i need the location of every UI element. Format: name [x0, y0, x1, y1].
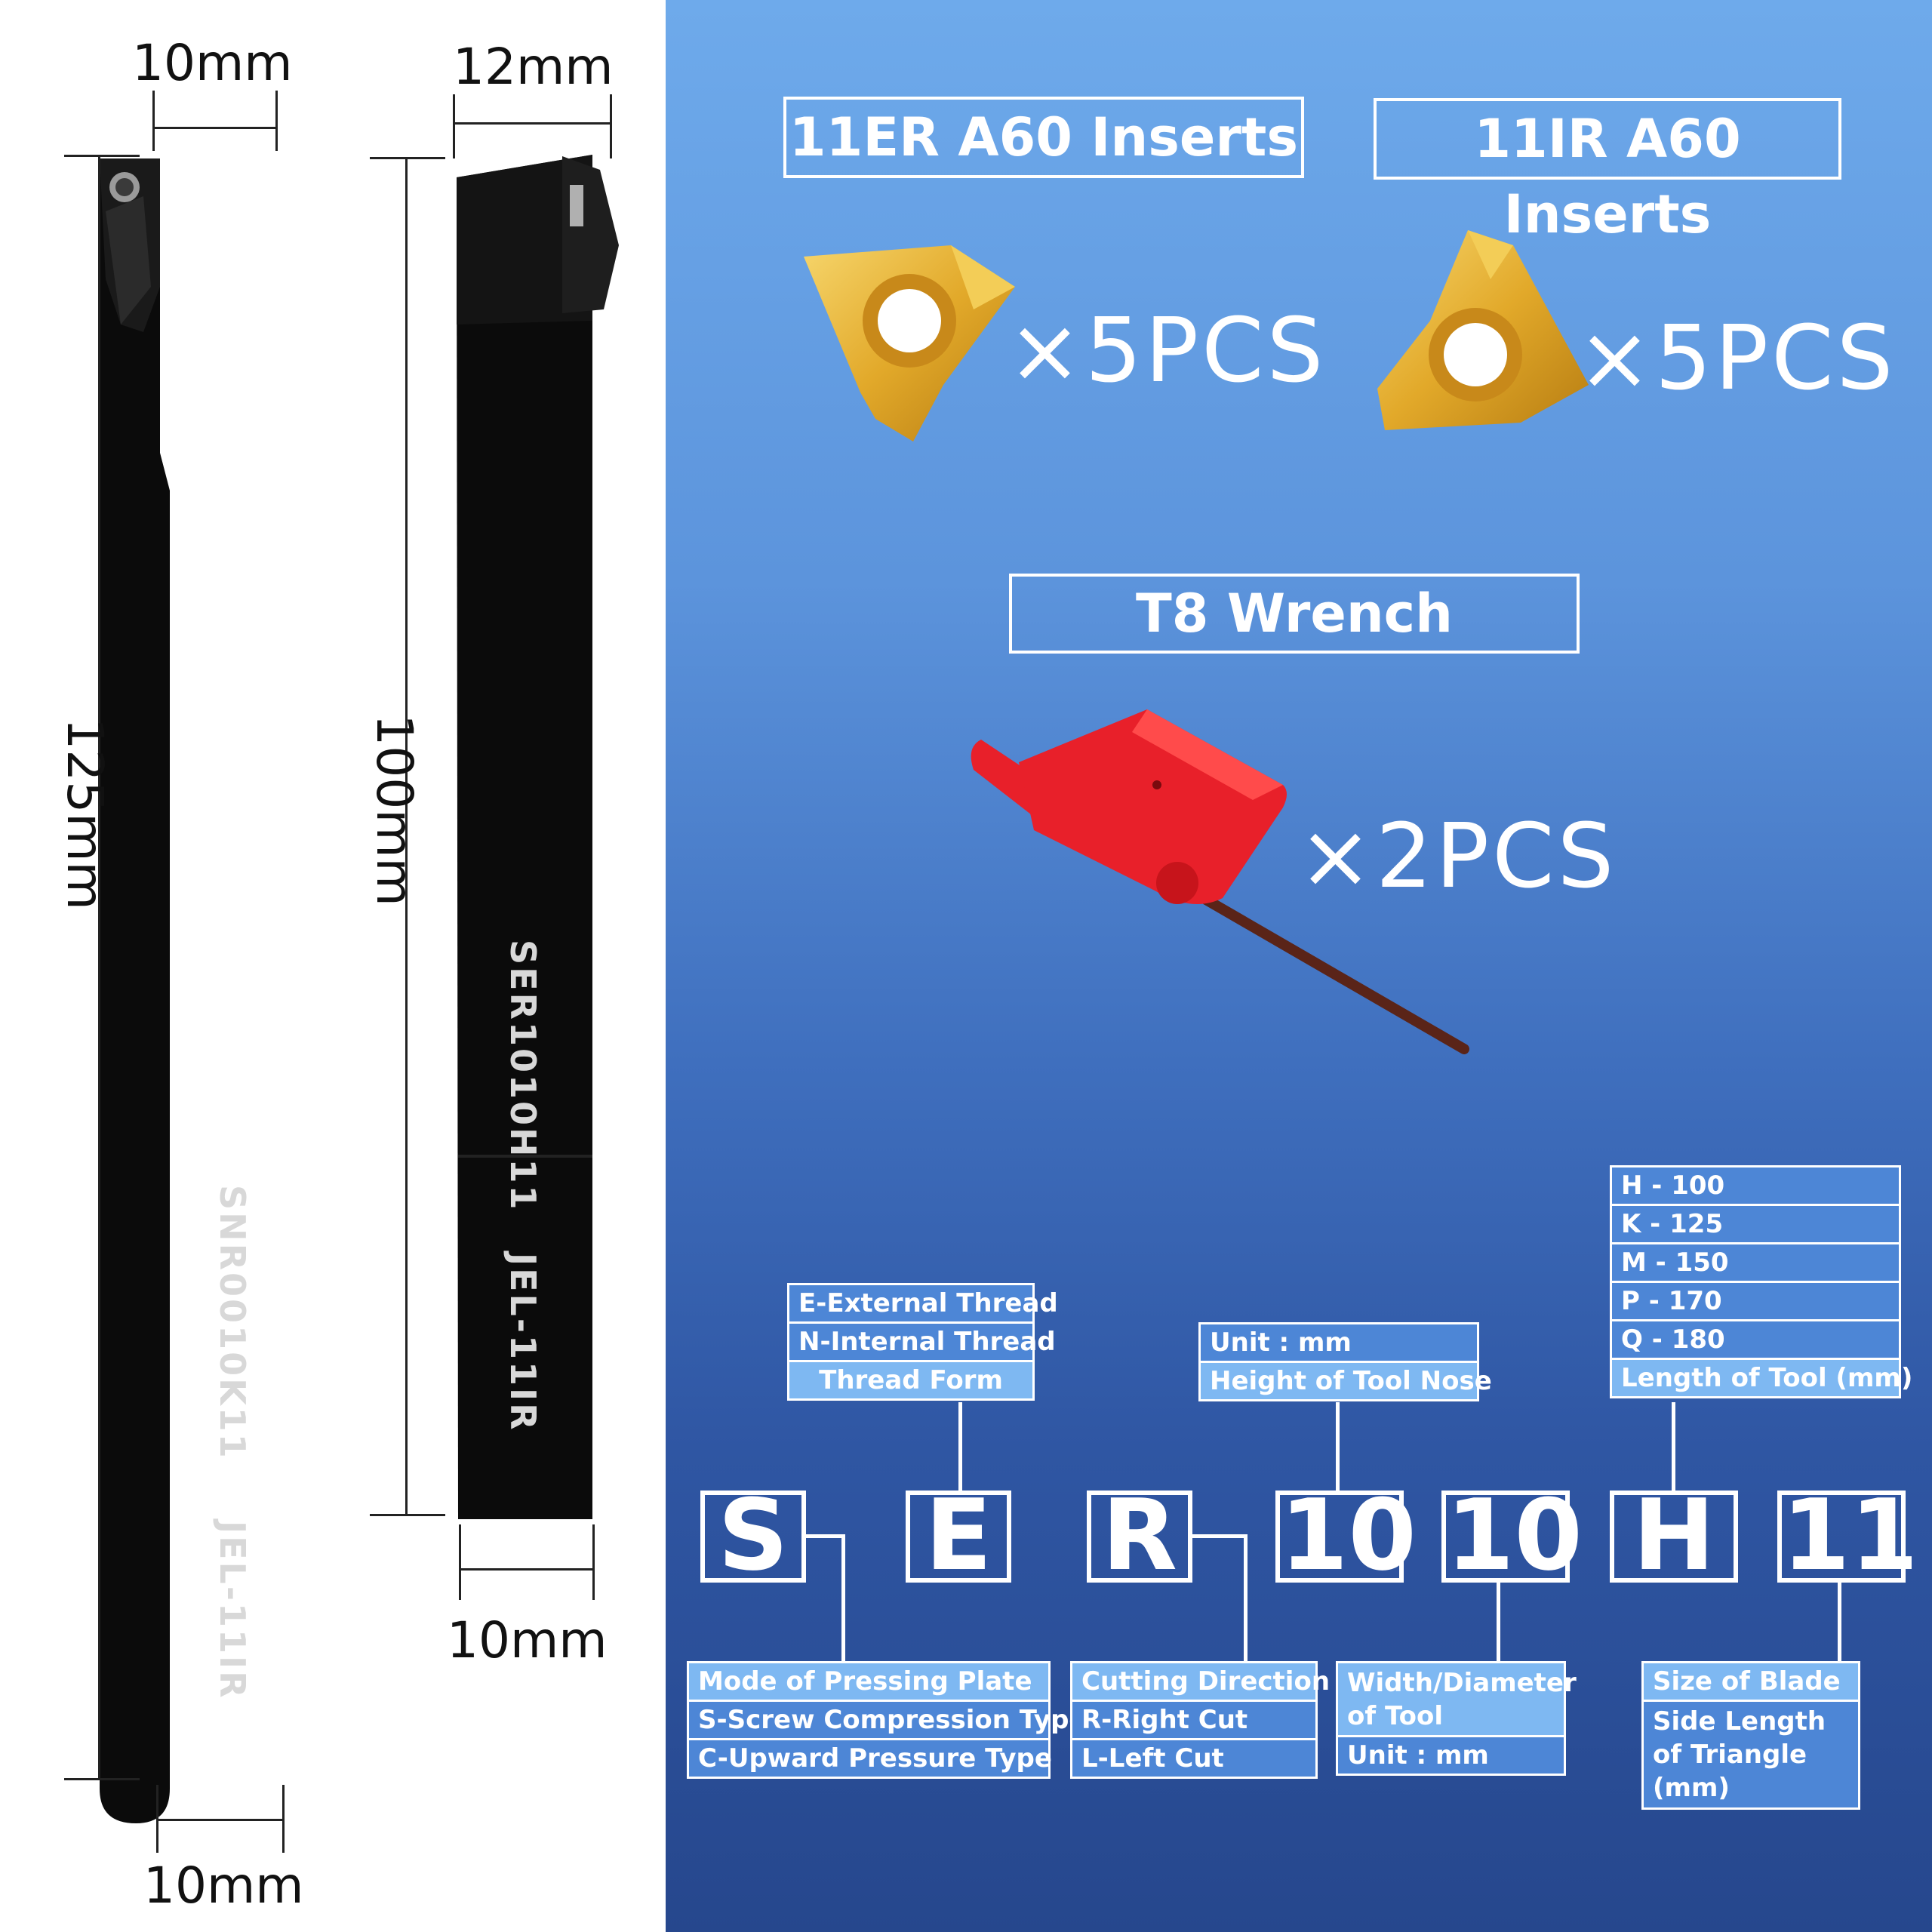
bar2-brand-marking: JEL-11IR [503, 1253, 543, 1432]
wrench-title: T8 Wrench [1009, 574, 1580, 654]
external-inserts-title: 11ER A60 Inserts [783, 97, 1304, 178]
pressing-plate-label: Mode of Pressing Plate S-Screw Compressi… [687, 1661, 1086, 1779]
tool-length-label: H - 100 K - 125 M - 150 P - 170 Q - 180 … [1610, 1165, 1912, 1398]
bar1-length-label: 125mm [55, 718, 114, 910]
holder-bar-2 [457, 155, 619, 1519]
bar2-length-label: 100mm [365, 714, 423, 906]
cutting-direction-label: Cutting Direction R-Right Cut L-Left Cut [1070, 1661, 1330, 1779]
code-blade-size: 11 [1777, 1486, 1918, 1584]
blade-size-label: Size of Blade Side Length of Triangle (m… [1641, 1661, 1860, 1810]
bar1-model-marking: SNR0010K11 [212, 1185, 253, 1460]
tool-bars-panel: SNR0010K11 JEL-11IR 10mm 125mm 10mm SER1… [0, 0, 666, 1932]
code-tool-width: 10 [1441, 1486, 1583, 1584]
bar2-model-marking: SER1010H11 [503, 940, 543, 1212]
bar1-bottom-width-label: 10mm [143, 1857, 304, 1915]
t8-wrench-icon [971, 709, 1469, 1054]
boring-bar-1 [100, 158, 170, 1823]
bar1-top-width-label: 10mm [132, 34, 293, 92]
bar1-brand-marking: JEL-11IR [212, 1521, 253, 1700]
code-letter-r: R [1087, 1486, 1192, 1584]
wrench-quantity: ×2PCS [1298, 804, 1617, 908]
code-letter-s: S [700, 1486, 806, 1584]
width-diameter-label: Width/Diameter of Tool Unit : mm [1336, 1661, 1577, 1776]
external-insert-icon [804, 245, 1015, 441]
code-nose-height: 10 [1275, 1486, 1417, 1584]
internal-inserts-quantity: ×5PCS [1577, 306, 1897, 410]
internal-insert-icon [1377, 230, 1589, 430]
bar2-bottom-width-label: 10mm [447, 1611, 608, 1669]
bar2-top-width-label: 12mm [453, 38, 614, 96]
internal-inserts-title: 11IR A60 Inserts [1374, 98, 1841, 245]
tool-nose-height-label: Unit : mm Height of Tool Nose [1198, 1322, 1492, 1401]
external-inserts-quantity: ×5PCS [1008, 298, 1327, 402]
code-letter-h: H [1610, 1486, 1738, 1584]
code-letter-e: E [906, 1486, 1011, 1584]
thread-form-label: E-External Thread N-Internal Thread Thre… [787, 1283, 1058, 1401]
